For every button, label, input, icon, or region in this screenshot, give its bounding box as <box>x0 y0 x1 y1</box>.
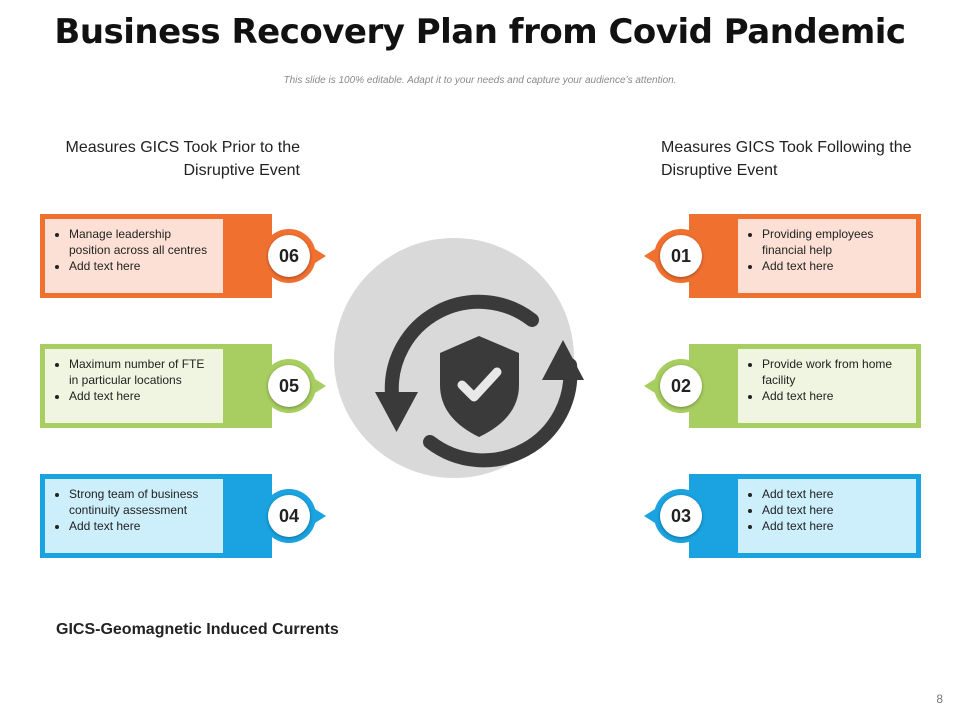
bullet-item: Providing employees financial help <box>762 226 908 258</box>
bullet-list: Manage leadership position across all ce… <box>51 226 215 274</box>
step-number-badge: 01 <box>644 229 708 283</box>
bullet-list: Add text hereAdd text hereAdd text here <box>744 486 908 534</box>
bullet-item: Add text here <box>762 518 908 534</box>
badge-pointer <box>644 379 655 393</box>
page-number: 8 <box>936 692 943 706</box>
left-column-heading: Measures GICS Took Prior to the Disrupti… <box>65 139 300 179</box>
badge-pointer <box>315 379 326 393</box>
badge-pointer <box>315 249 326 263</box>
step-number: 05 <box>268 365 310 407</box>
step-card-04: Strong team of business continuity asses… <box>40 474 326 558</box>
right-column-heading: Measures GICS Took Following the Disrupt… <box>661 139 912 179</box>
bullet-item: Manage leadership position across all ce… <box>69 226 215 258</box>
step-card-text-box: Providing employees financial helpAdd te… <box>738 219 916 293</box>
badge-pointer <box>644 509 655 523</box>
badge-pointer <box>644 249 655 263</box>
bullet-item: Add text here <box>762 486 908 502</box>
bullet-item: Add text here <box>69 388 215 404</box>
step-card-text-box: Provide work from home facilityAdd text … <box>738 349 916 423</box>
step-card-text-box: Add text hereAdd text hereAdd text here <box>738 479 916 553</box>
step-card-06: Manage leadership position across all ce… <box>40 214 326 298</box>
bullet-list: Provide work from home facilityAdd text … <box>744 356 908 404</box>
step-number-badge: 04 <box>262 489 326 543</box>
step-number: 03 <box>660 495 702 537</box>
step-card-text-box: Maximum number of FTE in particular loca… <box>45 349 223 423</box>
bullet-item: Add text here <box>762 502 908 518</box>
step-card-02: Provide work from home facilityAdd text … <box>644 344 921 428</box>
bullet-list: Strong team of business continuity asses… <box>51 486 215 534</box>
step-card-text-box: Manage leadership position across all ce… <box>45 219 223 293</box>
bullet-item: Add text here <box>762 388 908 404</box>
bullet-item: Add text here <box>762 258 908 274</box>
bullet-item: Add text here <box>69 518 215 534</box>
step-card-01: Providing employees financial helpAdd te… <box>644 214 921 298</box>
bullet-item: Add text here <box>69 258 215 274</box>
slide-subtitle: This slide is 100% editable. Adapt it to… <box>283 75 677 86</box>
bullet-item: Maximum number of FTE in particular loca… <box>69 356 215 388</box>
bullet-list: Maximum number of FTE in particular loca… <box>51 356 215 404</box>
step-number: 06 <box>268 235 310 277</box>
bullet-list: Providing employees financial helpAdd te… <box>744 226 908 274</box>
step-number: 02 <box>660 365 702 407</box>
footnote: GICS-Geomagnetic Induced Currents <box>56 621 339 638</box>
step-number-badge: 02 <box>644 359 708 413</box>
step-number-badge: 06 <box>262 229 326 283</box>
step-card-03: Add text hereAdd text hereAdd text here0… <box>644 474 921 558</box>
step-card-text-box: Strong team of business continuity asses… <box>45 479 223 553</box>
step-card-05: Maximum number of FTE in particular loca… <box>40 344 326 428</box>
step-number: 01 <box>660 235 702 277</box>
badge-pointer <box>315 509 326 523</box>
bullet-item: Strong team of business continuity asses… <box>69 486 215 518</box>
shield-check-refresh-icon <box>375 294 584 468</box>
step-number-badge: 03 <box>644 489 708 543</box>
step-number: 04 <box>268 495 310 537</box>
step-number-badge: 05 <box>262 359 326 413</box>
bullet-item: Provide work from home facility <box>762 356 908 388</box>
slide-title: Business Recovery Plan from Covid Pandem… <box>54 12 906 52</box>
